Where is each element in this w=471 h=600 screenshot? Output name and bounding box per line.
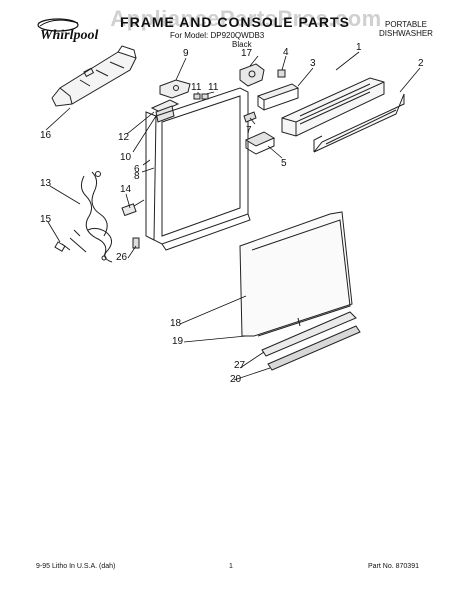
part-4-knob — [277, 69, 286, 78]
callout-15: 15 — [40, 214, 52, 225]
callout-1: 1 — [356, 42, 362, 53]
watermark: AppliancePartsPros.com — [110, 6, 382, 31]
footer-print-info: 9-95 Litho In U.S.A. (dah) — [36, 563, 116, 570]
category-line-2: DISHWASHER — [379, 29, 433, 38]
callout-12: 12 — [118, 132, 130, 143]
callout-18: 18 — [170, 318, 182, 329]
part-27-door-trim — [261, 311, 357, 357]
part-26-clip — [132, 237, 140, 249]
footer-page-number: 1 — [229, 563, 233, 570]
product-category: PORTABLE DISHWASHER — [370, 20, 442, 38]
color-label: Black — [232, 40, 252, 49]
callout-13: 13 — [40, 178, 52, 189]
callout-5: 5 — [281, 158, 287, 169]
part-13-wire-harness — [54, 171, 113, 263]
callout-19: 19 — [172, 336, 184, 347]
part-5-button-assembly — [244, 131, 276, 155]
footer-part-number: Part No. 870391 — [368, 563, 419, 570]
leader-lines — [45, 51, 421, 381]
callout-16: 16 — [40, 130, 52, 141]
whirlpool-logo: Whirlpool — [34, 14, 116, 46]
category-line-1: PORTABLE — [385, 20, 427, 29]
part-17-selector-switch — [239, 63, 265, 87]
callout-27: 27 — [234, 360, 246, 371]
part-6-7-console-bracket — [243, 111, 257, 123]
part-12-latch-plate — [150, 99, 180, 123]
model-number: For Model: DP920QWDB3 — [170, 31, 265, 40]
part-8-door-frame — [145, 87, 251, 251]
callout-3: 3 — [310, 58, 316, 69]
part-16-vent-duct — [51, 45, 137, 107]
callout-4: 4 — [283, 47, 289, 58]
callout-9: 9 — [183, 48, 189, 59]
part-20-door-strip — [267, 325, 361, 371]
callout-8: 8 — [134, 171, 140, 182]
callout-2: 2 — [418, 58, 424, 69]
callout-7: 7 — [246, 125, 252, 136]
callout-17: 17 — [241, 48, 253, 59]
part-18-outer-door-panel — [239, 211, 353, 337]
callout-26: 26 — [116, 252, 128, 263]
callout-11-a: 11 — [191, 82, 202, 93]
callout-6: 6 — [134, 164, 140, 175]
callout-14: 14 — [120, 184, 132, 195]
part-11-screws — [193, 93, 209, 100]
part-14-switch — [121, 199, 145, 217]
logo-swoosh-icon — [37, 18, 79, 32]
part-2-console-trim — [313, 93, 405, 153]
brand-name: Whirlpool — [40, 28, 99, 43]
part-9-hinge-bracket — [159, 79, 191, 99]
callout-11-b: 11 — [208, 82, 219, 93]
callout-20: 20 — [230, 374, 242, 385]
page-title: FRAME AND CONSOLE PARTS — [120, 14, 350, 30]
callout-10: 10 — [120, 152, 132, 163]
part-1-console-panel — [281, 77, 385, 137]
part-3-control-panel-insert — [256, 83, 300, 111]
